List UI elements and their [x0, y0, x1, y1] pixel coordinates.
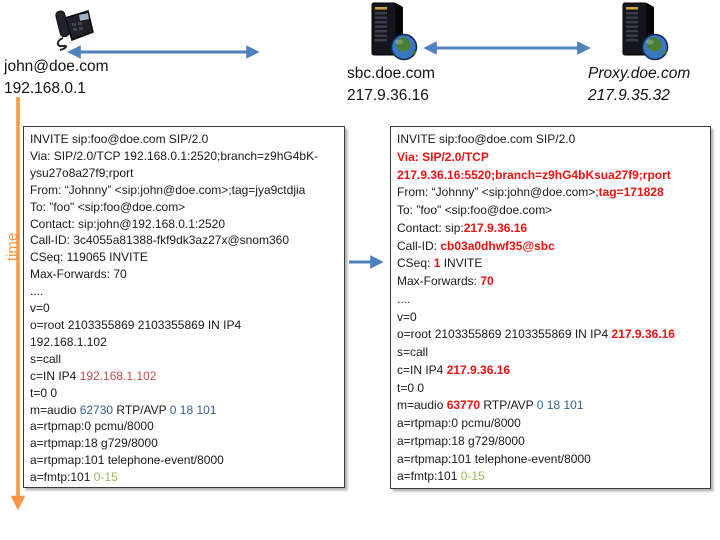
sip-line: o=root 2103355869 2103355869 IN IP4 217.…: [397, 327, 675, 342]
sip-line: CSeq: 119065 INVITE: [30, 250, 148, 265]
sip-line: a=rtpmap:0 pcmu/8000: [397, 416, 521, 430]
sip-line: s=call: [30, 351, 62, 366]
sip-line: v=0: [30, 301, 50, 316]
proxy-ip: 217.9.35.32: [588, 87, 670, 104]
sip-line: a=fmtp:101 0-15: [30, 470, 118, 485]
sip-line: c=IN IP4 192.168.1.102: [30, 368, 157, 383]
sip-line: v=0: [397, 309, 417, 324]
sip-line: a=rtpmap:18 g729/8000: [30, 436, 158, 451]
server-globe-icon: [371, 2, 418, 61]
node-sbc-labels: sbc.doe.com 217.9.36.16: [347, 63, 435, 107]
sip-line: t=0 0: [30, 385, 58, 400]
sip-line: o=root 2103355869 2103355869 IN IP4: [30, 317, 242, 332]
sip-line: 217.9.36.16:5520;branch=z9hG4bKsua27f9;r…: [397, 167, 671, 182]
phone-ip: 192.168.0.1: [4, 80, 86, 97]
sip-line: a=fmtp:101 0-15: [397, 469, 485, 484]
sip-line: Contact: sip:217.9.36.16: [397, 220, 528, 235]
sip-line: Via: SIP/2.0/TCP 192.168.0.1:2520;branch…: [30, 148, 319, 163]
desk-phone-icon: [55, 10, 94, 51]
time-axis-label: time: [4, 232, 21, 262]
sip-line: INVITE sip:foo@doe.com SIP/2.0: [397, 132, 576, 146]
sip-line: a=rtpmap:101 telephone-event/8000: [30, 453, 224, 468]
sip-line: t=0 0: [397, 380, 425, 395]
sip-line: INVITE sip:foo@doe.com SIP/2.0: [30, 132, 209, 146]
sip-line: From: “Johnny” <sip:john@doe.com>;tag=17…: [397, 185, 664, 200]
sip-line: Via: SIP/2.0/TCP: [397, 149, 489, 164]
sip-line: ysu27o8a27f9;rport: [30, 165, 134, 180]
sip-line: Call-ID: cb03a0dhwf35@sbc: [397, 238, 555, 253]
sip-line: Max-Forwards: 70: [30, 267, 127, 282]
sip-line: CSeq: 1 INVITE: [397, 256, 483, 271]
sip-line: a=rtpmap:18 g729/8000: [397, 433, 525, 448]
node-proxy-labels: Proxy.doe.com 217.9.35.32: [588, 63, 690, 107]
sbc-ip: 217.9.36.16: [347, 87, 429, 104]
sbc-name: sbc.doe.com: [347, 65, 435, 82]
sip-line: Contact: sip:john@192.168.0.1:2520: [30, 216, 225, 231]
sip-line: ....: [30, 284, 44, 299]
sip-line: ....: [397, 291, 411, 306]
node-phone-labels: john@doe.com 192.168.0.1: [4, 56, 109, 100]
sip-line: From: “Johnny” <sip:john@doe.com>;tag=jy…: [30, 182, 306, 197]
phone-name: john@doe.com: [4, 58, 109, 75]
sip-line: To: ”foo" <sip:foo@doe.com>: [397, 203, 553, 217]
sip-line: Call-ID: 3c4055a81388-fkf9dk3az27x@snom3…: [30, 233, 290, 248]
sip-line: To: ”foo" <sip:foo@doe.com>: [30, 199, 186, 214]
sip-line: m=audio 62730 RTP/AVP 0 18 101: [30, 402, 217, 417]
proxy-name: Proxy.doe.com: [588, 65, 691, 82]
sip-line: s=call: [397, 345, 429, 359]
sip-line: m=audio 63770 RTP/AVP 0 18 101: [397, 398, 584, 413]
server-globe-icon: [622, 2, 669, 61]
sip-line: a=rtpmap:101 telephone-event/8000: [397, 451, 591, 466]
sip-line: 192.168.1.102: [30, 334, 107, 349]
sip-line: c=IN IP4 217.9.36.16: [397, 362, 511, 377]
sip-line: a=rtpmap:0 pcmu/8000: [30, 419, 154, 434]
sip-line: Max-Forwards: 70: [397, 274, 494, 288]
